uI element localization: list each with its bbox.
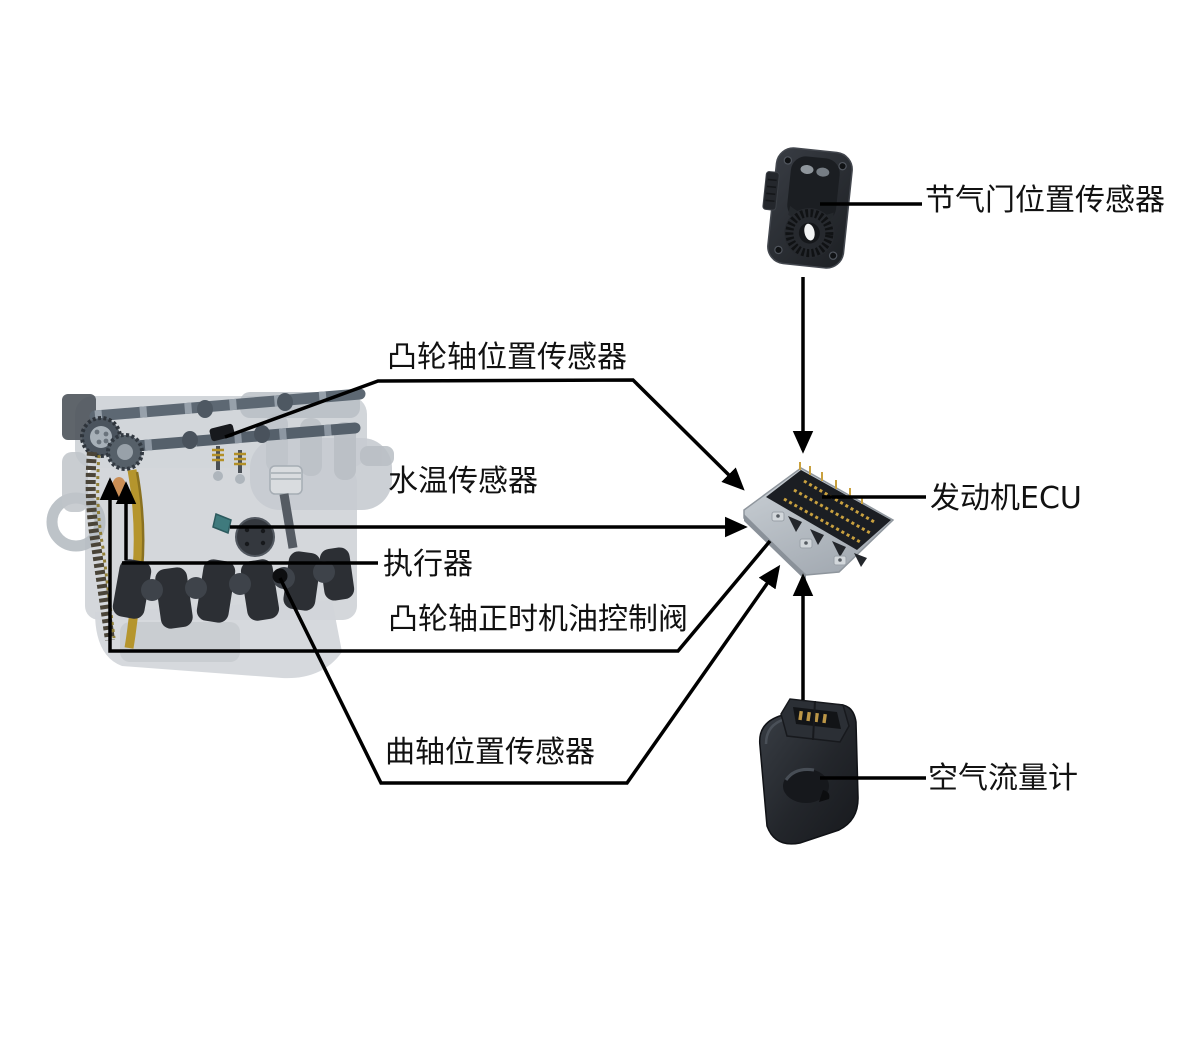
rotary-dial [784,208,835,259]
lower-block [120,622,240,662]
throttle-position-sensor-image [762,147,853,269]
connector-pins [798,710,827,724]
arrow-camshaft-sensor-to-ecu [224,378,745,491]
ecu-image [743,462,895,581]
label-water-temp-sensor: 水温传感器 [388,464,538,499]
connector-pins [783,479,877,545]
upright-pins [799,462,863,504]
label-actuator: 执行器 [383,547,473,582]
label-camshaft-position-sensor: 凸轮轴位置传感器 [387,340,627,375]
crankshaft-sensor-on-engine [272,568,288,584]
label-crankshaft-position-sensor: 曲轴位置传感器 [385,735,595,770]
label-air-flow-meter: 空气流量计 [928,761,1078,796]
oil-valve-line-with-vvt-arrow [99,477,772,653]
mount-bosses [771,511,847,566]
air-flow-meter-image [758,698,859,845]
label-throttle-position-sensor: 节气门位置传感器 [925,183,1165,218]
label-engine-ecu: 发动机ECU [930,481,1082,516]
chain-tensioner [112,477,126,497]
valvetrain [212,446,246,484]
water-temp-sensor-on-engine [212,512,232,535]
front-boss [783,768,830,803]
connector-fins [788,516,867,567]
pipe-elbow [62,452,88,512]
screw-holes [774,156,847,260]
arrow-crankshaft-to-ecu [278,564,781,785]
connector-row [766,470,891,550]
engine-illustration [46,388,394,679]
cam-sprockets [80,416,144,471]
label-camshaft-timing-oil-control-valve: 凸轮轴正时机油控制阀 [388,602,688,637]
top-connector [780,698,850,743]
piston-conrod [269,465,303,549]
